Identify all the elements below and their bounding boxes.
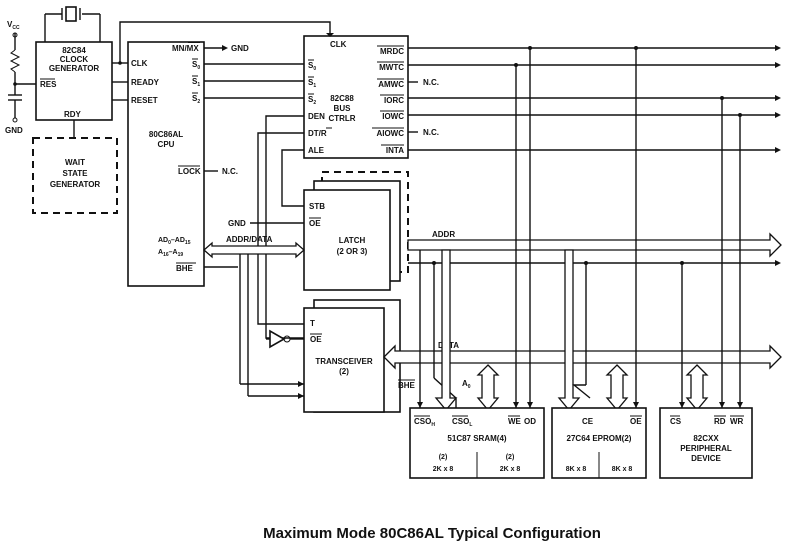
busctrl-den-pin: DEN [308, 112, 325, 121]
inverter-symbol [269, 329, 286, 349]
latch-stb-pin: STB [309, 202, 325, 211]
busctrl-clk-pin: CLK [330, 40, 347, 49]
power-reset-network: VCC GND [5, 6, 101, 135]
sram-csoh-pin: CSOH [414, 417, 435, 428]
sram-we-pin: WE [508, 417, 522, 426]
figure-caption: Maximum Mode 80C86AL Typical Configurati… [263, 525, 601, 542]
cpu-lock-pin: LOCK [178, 167, 201, 176]
clockgen-rdy-pin: RDY [64, 110, 82, 119]
eprom-title: 27C64 EPROM(2) [567, 434, 632, 443]
address-bus: ADDR [407, 230, 782, 266]
eprom-right-size: 8K x 8 [612, 466, 633, 473]
cpu-clk-pin: CLK [131, 59, 148, 68]
eprom-left-size: 8K x 8 [566, 466, 587, 473]
cpu-s0-pin: S0 [192, 60, 200, 71]
busctrl-aiowc-pin: AIOWC [376, 129, 404, 138]
sram-csol-pin: CSOL [452, 417, 472, 428]
clock-generator-block: 82C84 CLOCK GENERATOR RES RDY [35, 41, 113, 121]
cpu-title-1: 80C86AL [149, 130, 183, 139]
cpu-mnmx-pin: MN/MX [172, 44, 199, 53]
peripheral-block: CS RD WR 82CXX PERIPHERAL DEVICE [659, 407, 753, 479]
busctrl-amwc-pin: AMWC [378, 80, 404, 89]
busctrl-mwtc-pin: MWTC [379, 63, 404, 72]
amwc-nc-label: N.C. [423, 78, 439, 87]
sram-right-count: (2) [506, 454, 515, 461]
busctrl-title-2: BUS [334, 104, 352, 113]
busctrl-mrdc-pin: MRDC [380, 47, 404, 56]
cpu-title-2: CPU [158, 140, 175, 149]
addr-data-bus: ADDR/DATA [203, 235, 305, 399]
sram-title: 51C87 SRAM(4) [447, 434, 506, 443]
control-bus-lines: N.C. N.C. [408, 45, 781, 153]
eprom-oe-pin: OE [630, 417, 642, 426]
sram-od-pin: OD [524, 417, 536, 426]
data-drops [476, 364, 709, 412]
latch-title-1: LATCH [339, 236, 366, 245]
waitstate-title-2: STATE [62, 169, 88, 178]
crystal-symbol [65, 6, 77, 22]
resistor-symbol [9, 49, 21, 73]
cpu-block: 80C86AL CPU CLK READY RESET MN/MX S0 S1 … [127, 41, 205, 287]
clockgen-res-pin: RES [40, 80, 57, 89]
addr-bus-label: ADDR [432, 230, 455, 239]
cpu-reset-pin: RESET [131, 96, 158, 105]
aiowc-nc-label: N.C. [423, 128, 439, 137]
transceiver-title-2: (2) [339, 367, 349, 376]
busctrl-iorc-pin: IORC [384, 96, 404, 105]
cpu-a-pins: A16–A19 [158, 249, 183, 258]
peripheral-title-2: PERIPHERAL [680, 444, 732, 453]
clockgen-title-1: 82C84 [62, 46, 86, 55]
sram-left-count: (2) [439, 454, 448, 461]
cpu-s1-pin: S1 [192, 77, 200, 88]
peripheral-wr-pin: WR [730, 417, 744, 426]
busctrl-ale-pin: ALE [308, 146, 325, 155]
busctrl-s1-pin: S1 [308, 78, 316, 89]
busctrl-inta-pin: INTA [386, 146, 404, 155]
busctrl-iowc-pin: IOWC [382, 112, 404, 121]
bus-controller-block: CLK S0 S1 S2 DEN DT/R ALE 82C88 BUS CTRL… [303, 35, 409, 159]
vcc-label: VCC [7, 20, 20, 31]
cpu-lock-nc-label: N.C. [222, 167, 238, 176]
waitstate-title-1: WAIT [65, 158, 85, 167]
bhe-label: BHE [398, 381, 416, 390]
transceiver-t-pin: T [310, 319, 315, 328]
peripheral-cs-pin: CS [670, 417, 682, 426]
busctrl-dtr-pin: DT/R [308, 129, 327, 138]
sram-block: CSOH CSOL WE OD 51C87 SRAM(4) (2) 2K x 8… [409, 407, 545, 479]
gnd-label-left: GND [5, 126, 23, 135]
busctrl-title-1: 82C88 [330, 94, 354, 103]
peripheral-rd-pin: RD [714, 417, 726, 426]
addr-data-label: ADDR/DATA [226, 235, 273, 244]
latch-title-2: (2 OR 3) [337, 247, 368, 256]
busctrl-s0-pin: S0 [308, 61, 316, 72]
transceiver-oe-pin: OE [310, 335, 322, 344]
sram-right-size: 2K x 8 [500, 466, 521, 473]
cpu-ad-pins: AD0–AD15 [158, 237, 191, 246]
busctrl-s2-pin: S2 [308, 95, 316, 106]
latch-gnd-label: GND [228, 219, 246, 228]
waitstate-title-3: GENERATOR [50, 180, 101, 189]
cpu-s2-pin: S2 [192, 94, 200, 105]
address-drops [417, 249, 685, 412]
control-drops [513, 46, 743, 408]
cpu-ready-pin: READY [131, 78, 160, 87]
wait-state-generator-block: WAIT STATE GENERATOR [32, 137, 118, 214]
clockgen-title-3: GENERATOR [49, 64, 100, 73]
busctrl-title-3: CTRLR [328, 114, 355, 123]
cpu-mnmx-gnd-label: GND [231, 44, 249, 53]
transceiver-title-1: TRANSCEIVER [315, 357, 373, 366]
cpu-bhe-pin: BHE [176, 264, 194, 273]
sram-left-size: 2K x 8 [433, 466, 454, 473]
eprom-ce-pin: CE [582, 417, 594, 426]
latch-oe-pin: OE [309, 219, 321, 228]
peripheral-title-3: DEVICE [691, 454, 721, 463]
clockgen-title-2: CLOCK [60, 55, 89, 64]
peripheral-title-1: 82CXX [693, 434, 719, 443]
eprom-block: CE OE 27C64 EPROM(2) 8K x 8 8K x 8 [551, 407, 647, 479]
sram-a0-label: A0 [462, 379, 471, 390]
latch-block: STB OE LATCH (2 OR 3) [303, 171, 409, 291]
